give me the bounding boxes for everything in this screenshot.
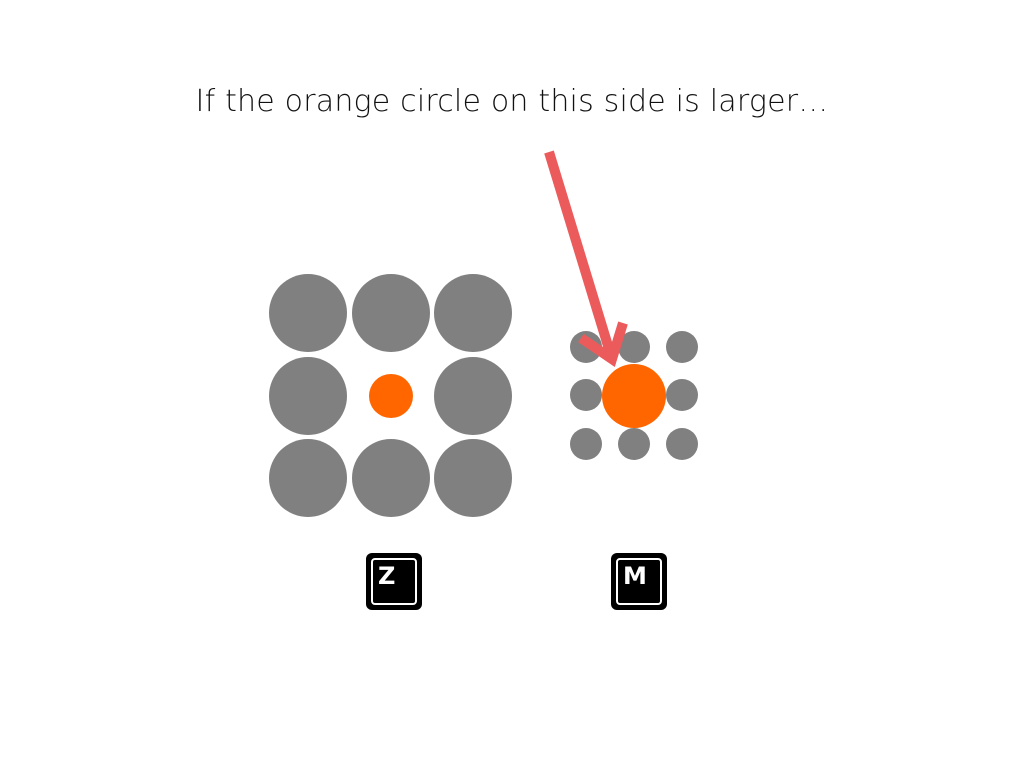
right-configuration <box>570 331 698 460</box>
arrow-head <box>578 321 628 367</box>
right-surround-circle <box>570 428 602 460</box>
z-key-label: Z <box>378 562 396 590</box>
left-surround-circle <box>352 274 430 352</box>
arrow-shaft <box>544 150 617 361</box>
right-surround-circle <box>666 428 698 460</box>
z-key-border: Z <box>371 558 417 605</box>
left-surround-circle <box>352 439 430 517</box>
right-surround-circle <box>666 379 698 411</box>
m-key-icon: M <box>611 553 667 610</box>
right-target-circle <box>602 364 666 428</box>
right-surround-circle <box>618 428 650 460</box>
left-surround-circle <box>269 357 347 435</box>
right-surround-circle <box>618 331 650 363</box>
left-surround-circle <box>269 274 347 352</box>
right-surround-circle <box>666 331 698 363</box>
left-target-circle <box>369 374 413 418</box>
arrow-down-pointer-icon <box>544 150 628 367</box>
left-configuration <box>269 274 512 517</box>
left-surround-circle <box>434 357 512 435</box>
left-surround-circle <box>434 274 512 352</box>
left-surround-circle <box>434 439 512 517</box>
instruction-text: If the orange circle on this side is lar… <box>195 84 829 119</box>
left-surround-circle <box>269 439 347 517</box>
z-key-icon: Z <box>366 553 422 610</box>
m-key-border: M <box>616 558 662 605</box>
m-key-label: M <box>623 562 647 590</box>
right-surround-circle <box>570 379 602 411</box>
